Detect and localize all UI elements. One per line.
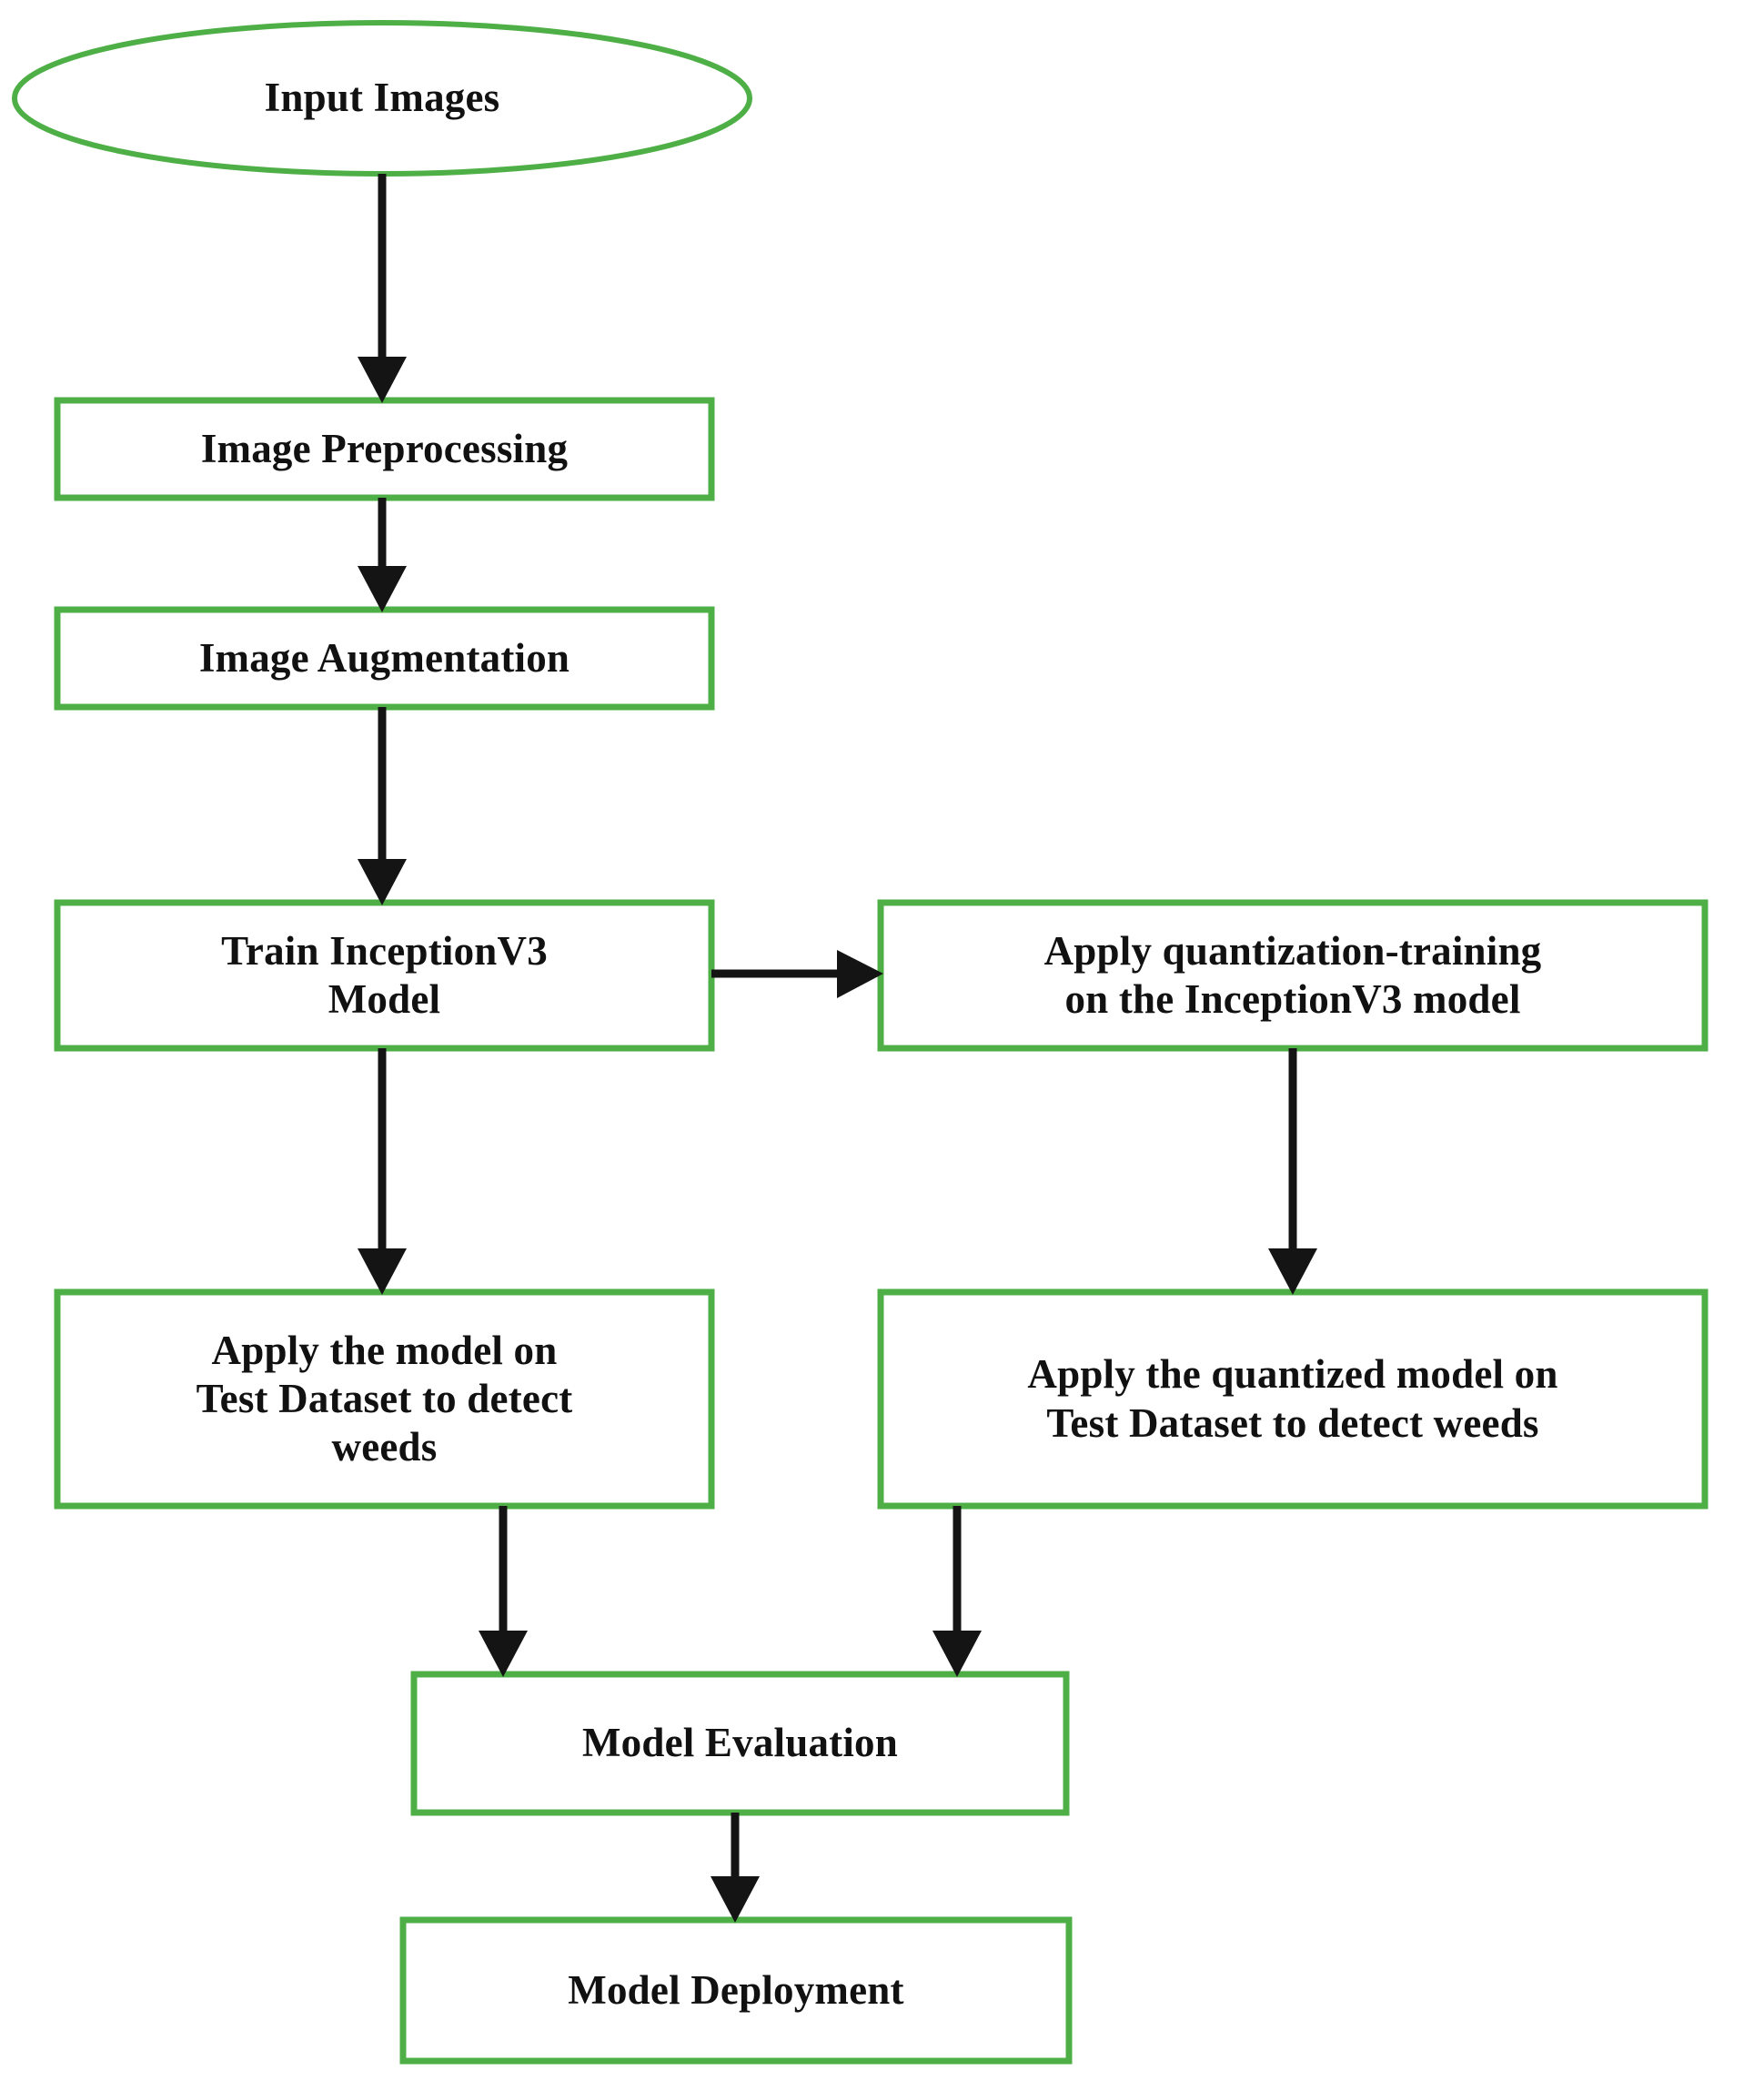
- node-apply-model-shape[interactable]: [54, 1288, 715, 1510]
- edge-apply-quant-to-evaluation: [932, 1506, 982, 1677]
- node-augmentation-shape[interactable]: [54, 606, 715, 711]
- node-quant-training-shape[interactable]: [877, 899, 1709, 1052]
- node-input-images-shape[interactable]: [12, 20, 752, 177]
- node-evaluation-shape[interactable]: [410, 1671, 1070, 1816]
- edge-train-to-quant-training: [711, 950, 883, 998]
- edge-apply-model-to-evaluation: [479, 1506, 528, 1677]
- edge-evaluation-to-deployment: [711, 1813, 760, 1923]
- edge-train-to-apply-model: [358, 1048, 407, 1295]
- node-preprocessing-shape[interactable]: [54, 397, 715, 501]
- node-train-model-shape[interactable]: [54, 899, 715, 1052]
- edge-quant-training-to-apply-quant: [1268, 1048, 1317, 1295]
- edge-preprocessing-to-augmentation: [358, 498, 407, 612]
- node-deployment-shape[interactable]: [399, 1916, 1073, 2065]
- edge-augmentation-to-train: [358, 707, 407, 905]
- edge-input-to-preprocessing: [358, 174, 407, 403]
- node-apply-quant-shape[interactable]: [877, 1288, 1709, 1510]
